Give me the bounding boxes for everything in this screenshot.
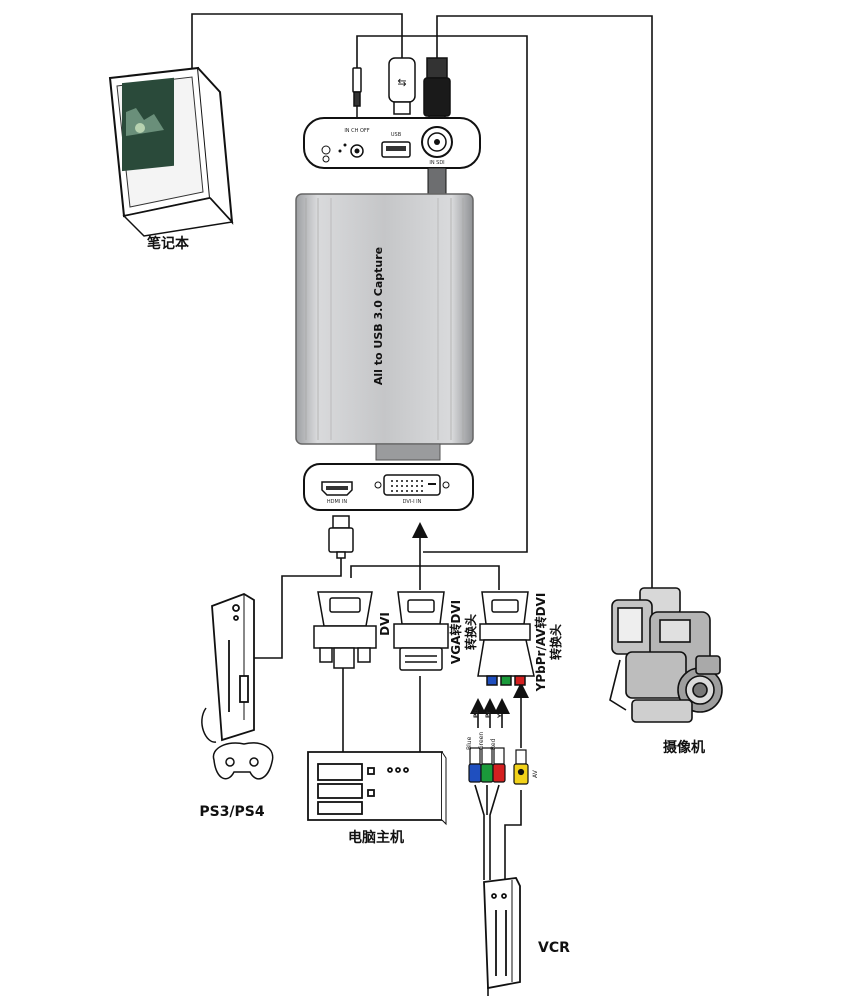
audio-port-label: IN CH OFF — [344, 128, 369, 134]
ypbpr-av-adapter-icon — [477, 591, 535, 686]
adapter-bus — [350, 565, 500, 590]
vga-adapter-label-line2: 转换头 — [463, 614, 478, 650]
vga-adapter-label-line1: VGA转DVI — [448, 600, 463, 664]
camcorder-sdi-line — [436, 15, 653, 590]
gamepad-icon — [201, 707, 274, 780]
laptop-icon — [108, 66, 234, 237]
svg-text:⇆: ⇆ — [397, 76, 406, 89]
component-rca-plugs-icon — [468, 747, 506, 783]
red-label: Red — [490, 738, 497, 750]
pr-label: Pr — [485, 711, 492, 718]
pc-tower-icon — [307, 751, 447, 826]
y-label: Y — [497, 713, 504, 719]
camcorder-label: 摄像机 — [663, 739, 705, 756]
hdmi-plug-icon — [328, 515, 354, 559]
pc-label: 电脑主机 — [348, 829, 404, 846]
vcr-label: VCR — [538, 940, 570, 956]
vga-dvi-adapter-icon — [393, 591, 449, 671]
usb-port-label: USB — [391, 132, 402, 138]
audio-line — [356, 35, 528, 553]
sdi-plug-icon — [423, 57, 451, 123]
av-label: AV — [532, 769, 539, 778]
device-title: All to USB 3.0 Capture — [372, 247, 385, 385]
usb-plug-icon: ⇆ — [388, 57, 416, 115]
blue-label: Blue — [466, 736, 473, 750]
pb-label: Pb — [473, 709, 480, 718]
hdmi-port-label: HDMI IN — [327, 499, 347, 505]
game-console-icon — [211, 593, 255, 742]
device-bottom-panel — [303, 463, 474, 511]
sdi-port-label: IN SDI — [429, 160, 444, 166]
green-label: Green — [478, 732, 485, 750]
av-rca-plug-icon — [513, 749, 529, 785]
dvi-label: DVI — [378, 612, 392, 636]
connection-lines — [191, 13, 653, 996]
laptop-label: 笔记本 — [147, 235, 190, 252]
ps-hdmi-line — [254, 558, 342, 659]
vcr-icon — [483, 877, 521, 990]
device-top-panel — [303, 117, 481, 199]
ypbpr-adapter-label-line1: YPbPr/AV转DVI — [533, 593, 548, 693]
ps-label: PS3/PS4 — [199, 804, 265, 820]
ypbpr-adapter-label-line2: 转换头 — [548, 624, 563, 660]
audio-jack-icon — [352, 67, 362, 118]
capture-device-body — [295, 193, 474, 461]
camcorder-icon — [609, 587, 723, 723]
laptop-usb-line — [191, 13, 403, 72]
dvi-cable-connector-icon — [313, 591, 377, 669]
dvi-port-label: DVI-I IN — [403, 499, 422, 505]
